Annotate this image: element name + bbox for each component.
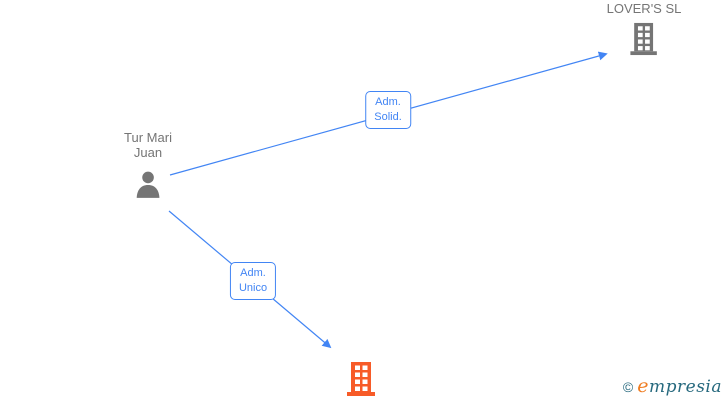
edge-label-adm-solid: Adm. Solid. <box>365 91 411 129</box>
edge-label-line1: Adm. <box>240 267 266 279</box>
brand-lead-letter: e <box>637 375 649 397</box>
brand-rest: mpresia <box>649 377 722 397</box>
edge-label-line2: Unico <box>238 282 268 294</box>
edge-label-line1: Adm. <box>375 96 401 108</box>
node-company-bottom[interactable] <box>343 360 379 398</box>
node-person-tur-mari-juan[interactable]: Tur Mari Juan <box>124 130 172 201</box>
person-label-line2: Juan <box>133 145 163 160</box>
person-label-line1: Tur Mari <box>124 130 172 145</box>
edge-label-line2: Solid. <box>374 111 402 123</box>
person-icon <box>136 171 160 198</box>
building-icon <box>347 362 375 396</box>
edge-label-adm-unico: Adm. Unico <box>229 262 277 300</box>
building-icon <box>630 22 658 56</box>
brand-name: empresia <box>637 375 722 397</box>
company-label: LOVER'S SL <box>606 1 682 16</box>
empresia-watermark: © empresia <box>623 375 722 397</box>
copyright-icon: © <box>622 379 634 395</box>
node-company-lovers-sl[interactable]: LOVER'S SL <box>606 1 682 56</box>
